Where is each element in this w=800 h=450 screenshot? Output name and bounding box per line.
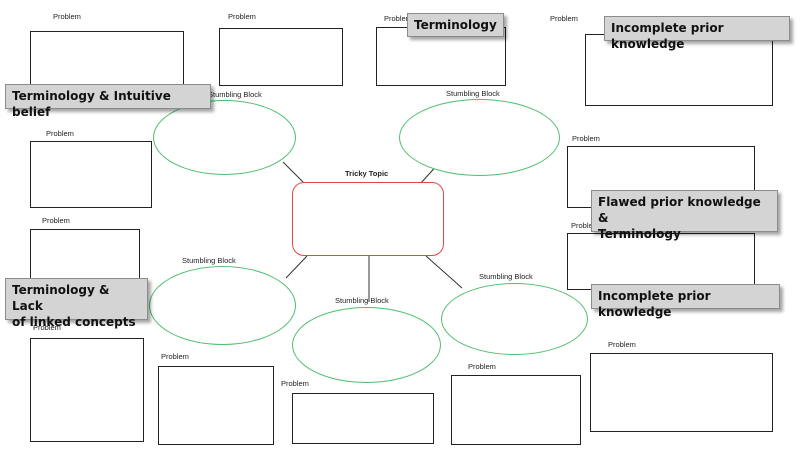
tag-lack-line2: of linked concepts: [12, 315, 136, 329]
stumbling-block-bottom-center[interactable]: [292, 307, 441, 383]
stumbling-block-bottom-right[interactable]: [441, 283, 588, 355]
stumbling-block-label: Stumbling Block: [446, 89, 500, 98]
problem-label: Problem: [550, 14, 578, 23]
tag-flawed-line2: Terminology: [598, 227, 681, 241]
tricky-topic-label: Tricky Topic: [345, 169, 389, 178]
problem-label: Problem: [384, 14, 412, 23]
problem-box-bottom-3[interactable]: [292, 393, 434, 444]
problem-label: Problem: [33, 323, 61, 332]
problem-label: Problem: [228, 12, 256, 21]
tag-terminology: Terminology: [407, 13, 504, 37]
problem-box-bottom-1[interactable]: [30, 338, 144, 442]
problem-box-top-4[interactable]: [585, 34, 773, 106]
problem-box-right-2[interactable]: [567, 233, 755, 290]
connector-top-left: [282, 161, 306, 185]
tag-incomplete-prior-top: Incomplete prior knowledge: [604, 16, 790, 51]
problem-label: Problem: [281, 379, 309, 388]
tag-terminology-intuitive: Terminology & Intuitive belief: [5, 84, 211, 119]
problem-box-top-2[interactable]: [219, 28, 343, 86]
problem-box-bottom-5[interactable]: [590, 353, 773, 432]
tag-flawed-line1: Flawed prior knowledge &: [598, 195, 761, 225]
stumbling-block-top-left[interactable]: [153, 100, 296, 175]
problem-box-bottom-4[interactable]: [451, 375, 581, 445]
connector-bottom-right: [425, 255, 463, 289]
tag-flawed-prior: Flawed prior knowledge & Terminology: [591, 190, 778, 241]
stumbling-block-label: Stumbling Block: [208, 90, 262, 99]
problem-box-bottom-2[interactable]: [158, 366, 274, 445]
tag-lack-linked-concepts: Terminology & Lack of linked concepts: [5, 278, 148, 329]
problem-label: Problem: [53, 12, 81, 21]
problem-label: Problem: [571, 221, 599, 230]
tag-lack-line1: Terminology & Lack: [12, 283, 110, 313]
problem-box-left-1[interactable]: [30, 141, 152, 208]
problem-label: Problem: [42, 216, 70, 225]
stumbling-block-label: Stumbling Block: [335, 296, 389, 305]
problem-label: Problem: [572, 134, 600, 143]
stumbling-block-label: Stumbling Block: [479, 272, 533, 281]
stumbling-block-top-right[interactable]: [399, 99, 560, 176]
tricky-topic-box[interactable]: [292, 182, 444, 256]
problem-label: Problem: [46, 129, 74, 138]
problem-label: Problem: [468, 362, 496, 371]
connector-bottom-left: [285, 255, 308, 279]
problem-box-left-2[interactable]: [30, 229, 140, 285]
tag-incomplete-prior-right: Incomplete prior knowledge: [591, 284, 780, 319]
stumbling-block-label: Stumbling Block: [182, 256, 236, 265]
stumbling-block-bottom-left[interactable]: [149, 266, 296, 345]
problem-label: Problem: [608, 340, 636, 349]
problem-label: Problem: [161, 352, 189, 361]
